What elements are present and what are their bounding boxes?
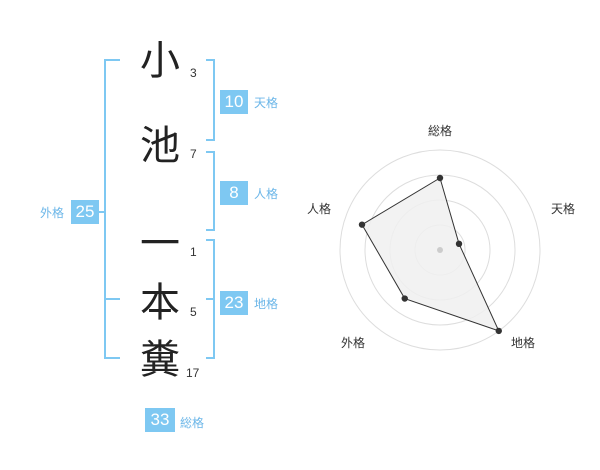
name-char-5: 糞 — [140, 337, 180, 383]
stroke-count-1: 3 — [190, 66, 197, 80]
name-char-2: 池 — [140, 123, 180, 169]
radar-label-tenkaku: 天格 — [551, 202, 576, 216]
name-char-1: 小 — [140, 38, 180, 84]
soukaku-value: 33 — [145, 408, 175, 432]
radar-point-2 — [455, 240, 463, 248]
stroke-count-5: 17 — [186, 366, 200, 380]
jinkaku-bracket — [206, 151, 215, 231]
soukaku-label: 総格 — [180, 416, 205, 430]
radar-center-dot — [437, 247, 443, 253]
chikaku-label: 地格 — [254, 297, 279, 311]
stroke-count-2: 7 — [190, 147, 197, 161]
radar-label-chikaku: 地格 — [511, 336, 536, 350]
radar-point-5 — [358, 221, 366, 228]
name-char-3: 一 — [140, 221, 180, 267]
tenkaku-label: 天格 — [254, 96, 279, 110]
radar-point-4 — [401, 295, 408, 302]
chikaku-value: 23 — [220, 291, 248, 315]
gaikaku-label: 外格 — [40, 206, 65, 220]
radar-point-1 — [436, 174, 444, 182]
radar-label-soukaku: 総格 — [428, 124, 453, 138]
radar-polygon — [361, 177, 500, 332]
radar-label-jinkaku: 人格 — [307, 202, 332, 216]
tenkaku-bracket — [206, 59, 215, 141]
gaikaku-bracket — [104, 59, 120, 359]
tenkaku-value: 10 — [220, 90, 248, 114]
name-char-4: 本 — [140, 280, 180, 326]
radar-ring-4 — [339, 149, 541, 351]
stroke-count-3: 1 — [190, 245, 197, 259]
radar-point-3 — [495, 327, 502, 335]
jinkaku-label: 人格 — [254, 187, 279, 201]
stroke-count-4: 5 — [190, 305, 197, 319]
radar-label-gaikaku: 外格 — [341, 336, 366, 350]
jinkaku-value: 8 — [220, 181, 248, 205]
gaikaku-value: 25 — [71, 200, 99, 224]
